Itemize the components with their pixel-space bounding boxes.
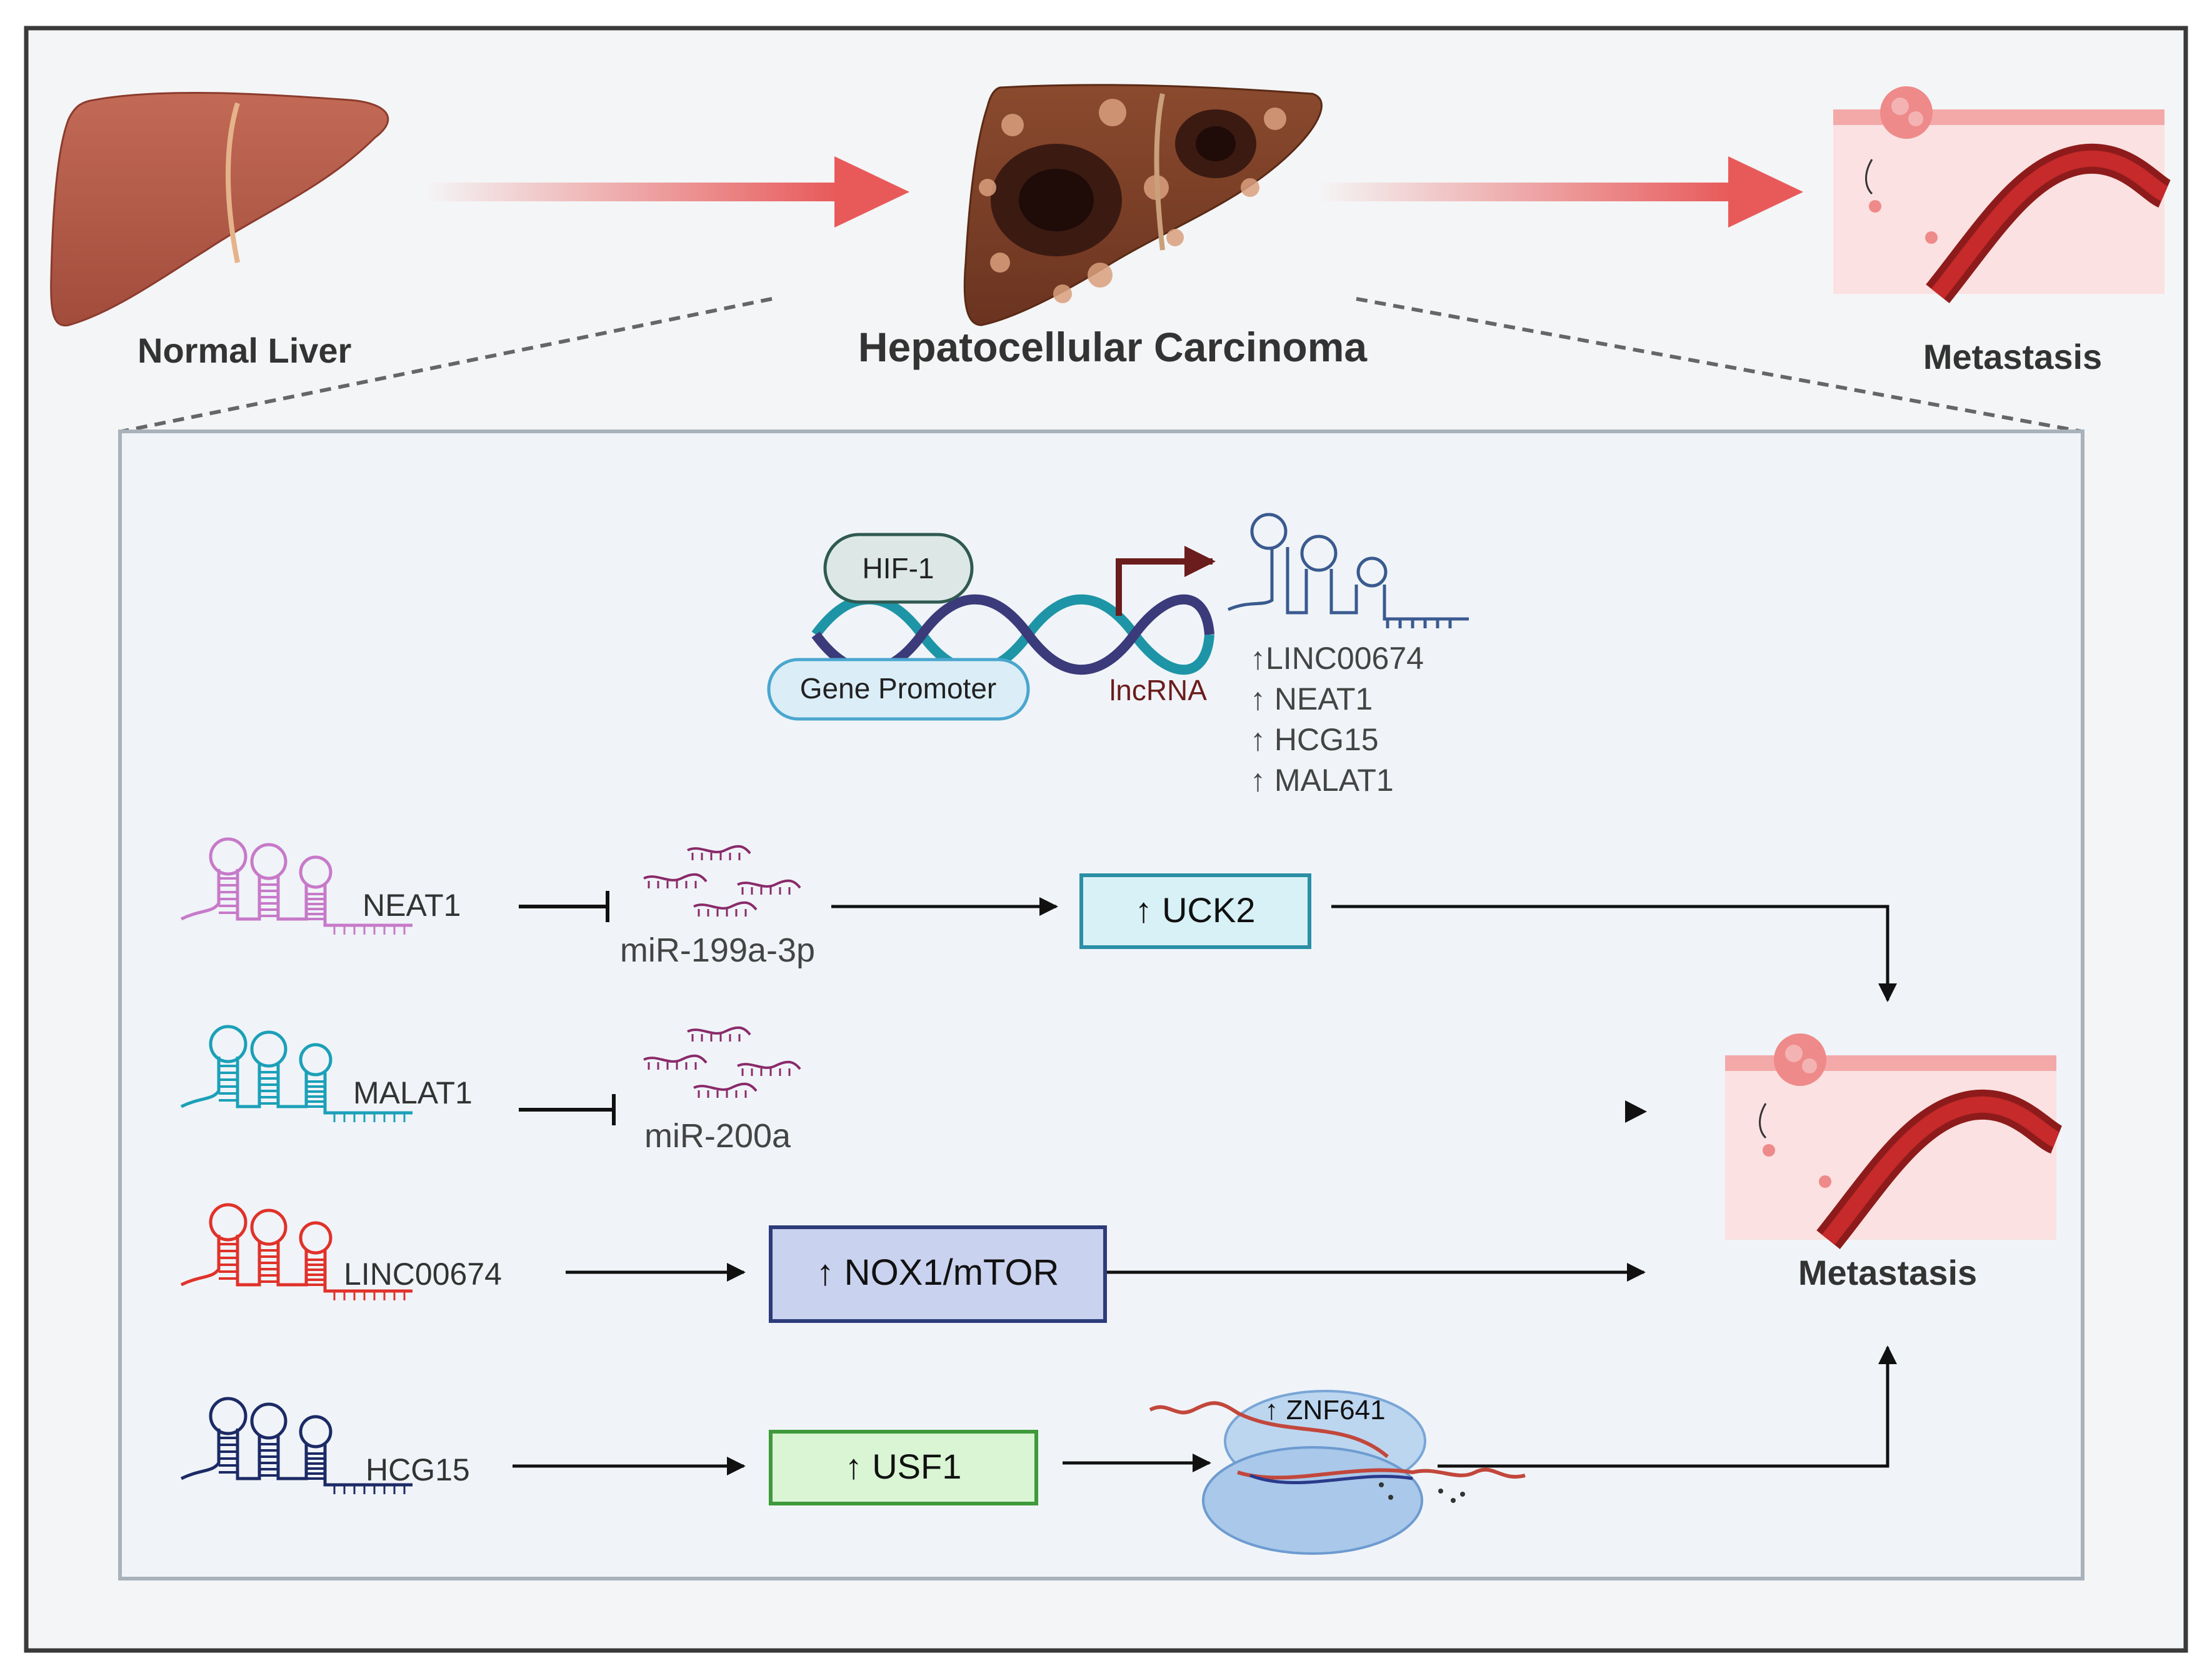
- ribosome-illustration: [1149, 1390, 1526, 1555]
- arrow-ribosome-metastasis: [1438, 1345, 1897, 1468]
- up-malat1: ↑ MALAT1: [1250, 763, 1394, 798]
- uck2-label: ↑ UCK2: [1135, 890, 1256, 930]
- upregulated-list: ↑LINC00674 ↑ NEAT1 ↑ HCG15 ↑ MALAT1: [1250, 641, 1424, 798]
- normal-liver-illustration: [50, 91, 389, 327]
- linc00674-label: LINC00674: [344, 1257, 502, 1292]
- malat1-lncrna-icon: [180, 1025, 413, 1122]
- malat1-label: MALAT1: [353, 1075, 473, 1110]
- hcg15-label: HCG15: [366, 1452, 470, 1487]
- zoom-line-right: [1356, 297, 2082, 433]
- mechanism-panel: [118, 430, 2084, 1580]
- arrow-uck2-metastasis: [1331, 905, 1897, 1002]
- hcc-liver-illustration: [963, 84, 1323, 326]
- inhibition-neat1-mir199: [519, 891, 609, 922]
- normal-liver-label: Normal Liver: [138, 331, 351, 370]
- neat1-label: NEAT1: [363, 888, 461, 923]
- up-neat1: ↑ NEAT1: [1250, 681, 1373, 716]
- gene-promoter-box: Gene Promoter: [767, 658, 1030, 721]
- arrowhead-mir200: [1625, 1100, 1647, 1123]
- inhibition-malat1-mir200: [519, 1094, 616, 1125]
- uck2-box: ↑ UCK2: [1079, 873, 1311, 949]
- mir200-mirna-icon: [643, 1026, 801, 1098]
- gene-promoter-label: Gene Promoter: [800, 672, 996, 705]
- lncrna-structure-promoter: [1228, 513, 1469, 628]
- mir199-mirna-icon: [643, 845, 801, 917]
- hif1-protein: HIF-1: [823, 533, 974, 604]
- hcc-label: Hepatocellular Carcinoma: [858, 324, 1368, 370]
- up-linc00674: ↑LINC00674: [1250, 641, 1424, 676]
- lncrna-label: lncRNA: [1109, 674, 1207, 706]
- metastasis-illustration-bottom: [1725, 1033, 2063, 1249]
- transcription-start-arrow: [1116, 546, 1216, 616]
- progression-arrow-1: [425, 156, 909, 228]
- zoom-line-left: [121, 297, 773, 433]
- mir200-label: miR-200a: [644, 1117, 791, 1155]
- hcg15-lncrna-icon: [180, 1397, 413, 1494]
- up-hcg15: ↑ HCG15: [1250, 722, 1379, 757]
- nox1-mtor-box: ↑ NOX1/mTOR: [769, 1225, 1107, 1323]
- metastasis-label-top: Metastasis: [1923, 337, 2102, 376]
- neat1-lncrna-icon: [180, 837, 413, 935]
- progression-arrow-2: [1319, 156, 1803, 228]
- mir199-label: miR-199a-3p: [620, 932, 815, 969]
- znf641-label: ↑ ZNF641: [1264, 1395, 1385, 1425]
- usf1-label: ↑ USF1: [845, 1447, 962, 1486]
- hif1-label: HIF-1: [863, 552, 934, 585]
- metastasis-illustration-top: [1833, 86, 2172, 303]
- metastasis-label-bottom: Metastasis: [1798, 1253, 1977, 1292]
- linc00674-lncrna-icon: [180, 1203, 413, 1300]
- nox1-mtor-label: ↑ NOX1/mTOR: [816, 1252, 1059, 1293]
- usf1-box: ↑ USF1: [769, 1430, 1038, 1505]
